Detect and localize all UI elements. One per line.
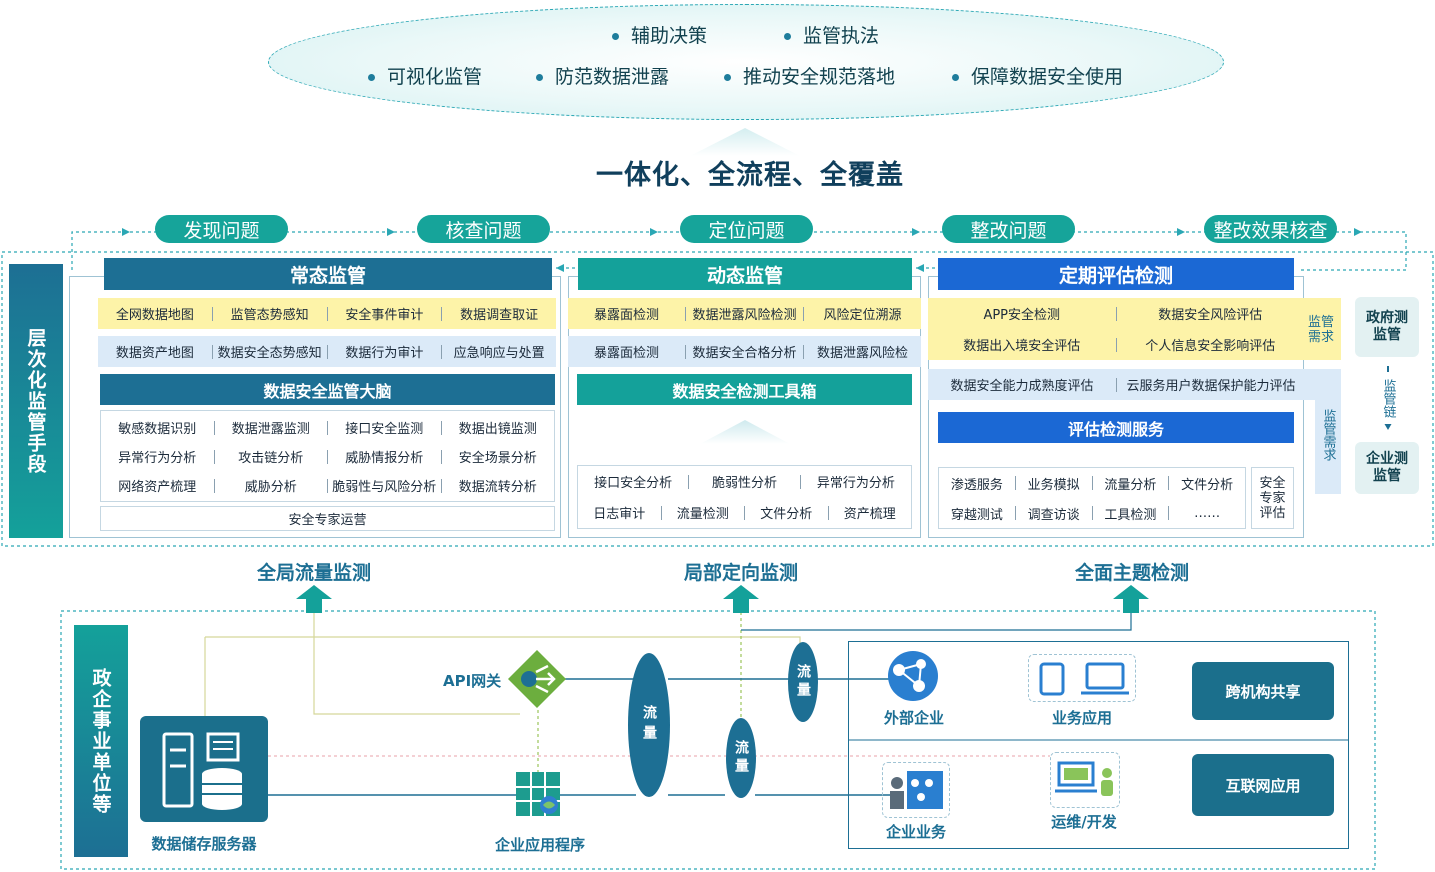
dynamic-title: 动态监管 — [578, 258, 912, 290]
enterprise-app-label: 企业应用程序 — [494, 835, 585, 854]
periodic-title: 定期评估检测 — [938, 258, 1294, 290]
up-chevron-icon — [700, 420, 790, 444]
storage-server-icon — [140, 716, 268, 822]
meeting-icon — [890, 771, 943, 809]
toolbox-row: 日志审计流量检测文件分析资产梳理 — [593, 505, 896, 522]
dynamic-blue-row: 暴露面检测数据安全合格分析数据泄露风险检 — [568, 336, 921, 367]
storage-label: 数据储存服务器 — [151, 834, 257, 853]
enterprise-business-label: 企业业务 — [885, 822, 946, 841]
left-side-label: 层次化监管手段 — [9, 264, 63, 538]
expert-operation: 安全专家运营 — [100, 506, 555, 531]
internet-application: 互联网应用 — [1192, 754, 1334, 816]
goal-item: 辅助决策 — [612, 21, 707, 48]
goal-item: 防范数据泄露 — [536, 62, 669, 89]
flow-oval: 流量 — [788, 642, 818, 722]
bottom-side-label: 政企事业单位等 — [74, 625, 128, 857]
routine-yellow-row: 全网数据地图监管态势感知安全事件审计数据调查取证 — [98, 298, 556, 329]
demand-blue-column — [1315, 400, 1341, 494]
brain-row: 敏感数据识别数据泄露监测接口安全监测数据出镜监测 — [118, 420, 537, 437]
routine-blue-row: 数据资产地图数据安全态势感知数据行为审计应急响应与处置 — [98, 336, 556, 367]
periodic-blue-row: 数据安全能力成熟度评估云服务用户数据保护能力评估 — [928, 369, 1341, 400]
goals-ellipse — [268, 4, 1224, 120]
step-pill: 整改问题 — [942, 215, 1075, 243]
network-globe-icon — [888, 651, 938, 701]
up-chevron-icon — [690, 128, 800, 156]
brain-title: 数据安全监管大脑 — [100, 374, 555, 405]
brain-row: 网络资产梳理威胁分析脆弱性与风险分析数据流转分析 — [118, 478, 537, 495]
api-gateway-icon — [508, 650, 566, 708]
toolbox-title: 数据安全检测工具箱 — [577, 374, 912, 405]
step-pill: 核查问题 — [417, 215, 550, 243]
service-row: 穿越测试调查访谈工具检测…… — [950, 505, 1221, 523]
api-gateway-label: API网关 — [443, 672, 502, 690]
service-grid: 渗透服务业务模拟流量分析文件分析 穿越测试调查访谈工具检测…… — [938, 467, 1246, 529]
goal-item: 保障数据安全使用 — [952, 62, 1123, 89]
gov-monitor-box: 政府测监管 — [1355, 297, 1419, 357]
up-arrow-icon — [1113, 585, 1149, 613]
toolbox-row: 接口安全分析脆弱性分析异常行为分析 — [594, 474, 895, 491]
goal-item: 监管执法 — [784, 21, 879, 48]
chain-label: 监管链 — [1378, 372, 1398, 424]
enterprise-business-box — [882, 762, 950, 818]
ops-dev-label: 运维/开发 — [1051, 812, 1117, 831]
goal-item: 可视化监管 — [368, 62, 482, 89]
up-arrow-icon — [723, 585, 759, 613]
toolbox-grid: 接口安全分析脆弱性分析异常行为分析 日志审计流量检测文件分析资产梳理 — [577, 465, 912, 529]
step-pill: 发现问题 — [155, 215, 288, 243]
brain-row: 异常行为分析攻击链分析威胁情报分析安全场景分析 — [118, 449, 537, 466]
routine-title: 常态监管 — [104, 258, 552, 290]
enterprise-monitor-box: 企业测监管 — [1355, 442, 1419, 494]
workstation-icon — [1055, 761, 1113, 796]
monitor-title: 全面主题检测 — [1074, 561, 1189, 584]
ops-dev-box — [1050, 752, 1120, 808]
flow-oval: 流量 — [726, 718, 756, 798]
business-app-label: 业务应用 — [1051, 708, 1112, 727]
tagline: 一体化、全流程、全覆盖 — [596, 159, 904, 191]
service-title: 评估检测服务 — [938, 412, 1294, 443]
demand-label-blue: 监管需求 — [1320, 409, 1336, 461]
step-pill: 整改效果核查 — [1204, 215, 1337, 243]
expert-evaluation: 安全专家评估 — [1251, 467, 1294, 529]
monitor-title: 全局流量监测 — [256, 561, 371, 584]
monitor-title: 局部定向监测 — [683, 561, 798, 584]
step-pill: 定位问题 — [680, 215, 813, 243]
cross-org-sharing: 跨机构共享 — [1192, 662, 1334, 720]
brain-grid: 敏感数据识别数据泄露监测接口安全监测数据出镜监测 异常行为分析攻击链分析威胁情报… — [100, 410, 555, 502]
demand-label-yellow: 监管需求 — [1307, 315, 1334, 345]
business-app-box — [1028, 654, 1136, 702]
device-icon — [1039, 662, 1129, 696]
service-row: 渗透服务业务模拟流量分析文件分析 — [950, 476, 1234, 493]
periodic-yellow-block: APP安全检测数据安全风险评估 数据出入境安全评估个人信息安全影响评估 — [928, 298, 1341, 360]
external-enterprise-label: 外部企业 — [883, 708, 944, 727]
flow-oval: 流量 — [628, 653, 670, 797]
goal-item: 推动安全规范落地 — [724, 62, 895, 89]
business-frame — [848, 641, 1349, 849]
up-arrow-icon — [296, 585, 332, 613]
dynamic-yellow-row: 暴露面检测数据泄露风险检测风险定位溯源 — [568, 298, 921, 329]
enterprise-app-icon — [516, 772, 560, 816]
